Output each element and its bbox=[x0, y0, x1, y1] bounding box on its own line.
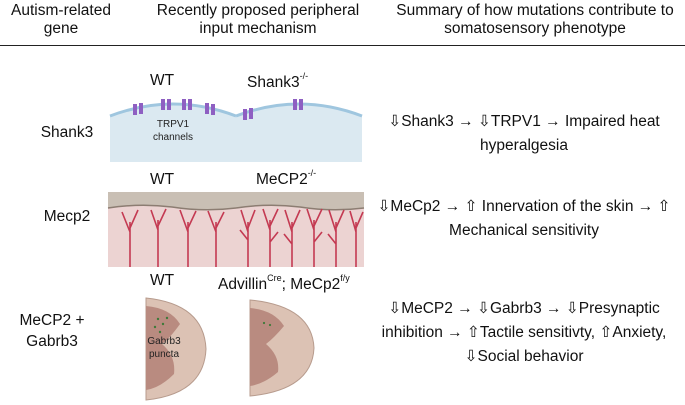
spinal-cord-ko-illustration bbox=[249, 299, 315, 397]
cell-wt-membrane bbox=[109, 102, 237, 118]
summary-mecp2-gabrb3: ⇩MeCP2 → ⇩Gabrb3 → ⇩Presynaptic inhibiti… bbox=[381, 300, 667, 365]
label-wt-mecp2: WT bbox=[150, 171, 175, 188]
header-mechanism: Recently proposed peripheral input mecha… bbox=[156, 2, 360, 37]
label-mecp2-ko: MeCP2-/- bbox=[256, 168, 317, 189]
cell-wt-body bbox=[110, 104, 236, 162]
nerve-fiber-dense-icon bbox=[239, 208, 364, 267]
gabrb3-puncta-reduced-icon bbox=[262, 321, 272, 327]
header-gene: Autism-related gene bbox=[11, 2, 111, 37]
skin-mecp2-ko-illustration bbox=[235, 192, 365, 267]
nerve-fiber-icon bbox=[121, 208, 225, 267]
trpv1-channel-reduced-icon bbox=[243, 99, 303, 120]
skin-wt-illustration bbox=[107, 192, 237, 267]
annotation-gabrb3: Gabrb3 bbox=[147, 336, 181, 347]
summary-mecp2: ⇩MeCp2 → ⇧ Innervation of the skin → ⇧ M… bbox=[377, 198, 671, 239]
gabrb3-puncta-icon bbox=[153, 316, 169, 334]
gene-mecp2: Mecp2 bbox=[43, 208, 91, 225]
annotation-channels: channels bbox=[153, 132, 193, 143]
spinal-cord-wt-illustration: Gabrb3 puncta bbox=[145, 297, 207, 401]
cell-ko-body bbox=[236, 104, 362, 162]
label-shank3-ko: Shank3-/- bbox=[247, 71, 309, 92]
cell-shank3-ko-illustration bbox=[235, 99, 363, 162]
header-divider bbox=[0, 45, 685, 46]
cell-wt-illustration: TRPV1 channels bbox=[109, 99, 237, 162]
gene-shank3: Shank3 bbox=[40, 124, 94, 141]
annotation-puncta: puncta bbox=[149, 349, 179, 360]
gene-mecp2-gabrb3: MeCP2 + Gabrb3 bbox=[19, 312, 85, 350]
header-summary: Summary of how mutations contribute to s… bbox=[396, 2, 674, 37]
trpv1-channel-icon bbox=[133, 99, 215, 115]
label-advillin-mecp2: AdvillinCre; MeCp2f/y bbox=[218, 273, 350, 294]
label-wt-gabrb3: WT bbox=[150, 272, 175, 289]
annotation-trpv1: TRPV1 bbox=[157, 119, 190, 130]
label-wt-shank3: WT bbox=[150, 72, 175, 89]
summary-shank3: ⇩Shank3 → ⇩TRPV1 → Impaired heat hyperal… bbox=[388, 113, 660, 154]
